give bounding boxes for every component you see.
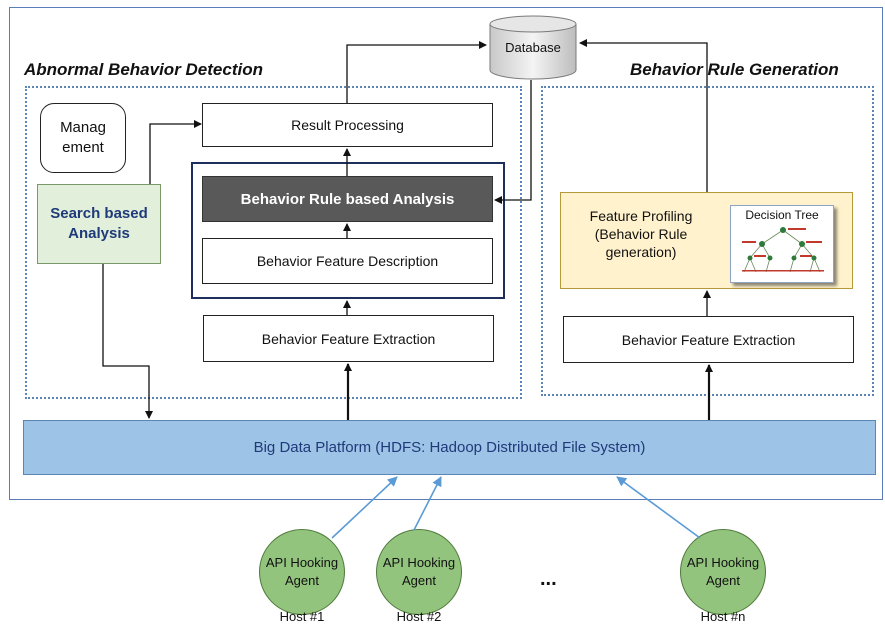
arrow-search-to-result	[149, 120, 202, 184]
arrow-agentn-to-platform	[616, 476, 701, 539]
host-1-label: Host #1	[279, 609, 325, 624]
feature-profiling-label: Feature Profiling (Behavior Rule generat…	[566, 207, 716, 261]
arrow-search-to-platform	[102, 264, 153, 419]
arrow-result-to-db	[346, 41, 487, 103]
decision-tree-title: Decision Tree	[745, 208, 819, 222]
arrow-agent1-to-platform	[331, 476, 398, 539]
management-line2: ement	[62, 139, 104, 156]
management-line1: Manag	[60, 119, 106, 136]
agent-1-line1: API Hooking	[265, 555, 339, 570]
database-label: Database	[505, 40, 561, 55]
feature-description-box: Behavior Feature Description	[202, 238, 493, 284]
feature-profiling-line3: generation)	[605, 244, 677, 260]
agent-2-line1: API Hooking	[382, 555, 456, 570]
host-n-label: Host #n	[700, 609, 746, 624]
agent-n-line1: API Hooking	[686, 555, 760, 570]
abnormal-detection-section	[25, 86, 522, 399]
search-analysis-line1: Search based	[50, 205, 148, 222]
rule-analysis-box: Behavior Rule based Analysis	[202, 176, 493, 222]
big-data-platform-bar: Big Data Platform (HDFS: Hadoop Distribu…	[23, 420, 876, 475]
system-frame	[9, 7, 883, 500]
arrow-profiling-to-db	[579, 39, 708, 192]
decision-tree-icon	[742, 227, 824, 273]
agent-n: API Hooking Agent	[680, 529, 766, 615]
agent-1-line2: Agent	[285, 573, 319, 588]
arrow-db-to-rule	[494, 80, 532, 204]
left-feature-extraction-box: Behavior Feature Extraction	[203, 315, 494, 362]
database-icon	[489, 15, 577, 80]
analysis-group-frame	[191, 162, 505, 299]
management-box: Manag ement	[40, 103, 126, 173]
agent-2-line2: Agent	[402, 573, 436, 588]
abnormal-detection-title: Abnormal Behavior Detection	[24, 60, 263, 79]
ellipsis: ...	[540, 568, 557, 590]
search-analysis-line2: Analysis	[68, 225, 130, 242]
host-2-label: Host #2	[396, 609, 442, 624]
feature-profiling-line1: Feature Profiling	[589, 208, 693, 224]
right-feature-extraction-box: Behavior Feature Extraction	[563, 316, 854, 363]
feature-profiling-line2: (Behavior Rule	[594, 226, 688, 242]
agent-2: API Hooking Agent	[376, 529, 462, 615]
result-processing-box: Result Processing	[202, 103, 493, 147]
search-analysis-box: Search based Analysis	[37, 184, 161, 264]
arrow-agent2-to-platform	[413, 476, 442, 531]
agent-n-line2: Agent	[706, 573, 740, 588]
rule-generation-title: Behavior Rule Generation	[630, 60, 839, 79]
agent-1: API Hooking Agent	[259, 529, 345, 615]
